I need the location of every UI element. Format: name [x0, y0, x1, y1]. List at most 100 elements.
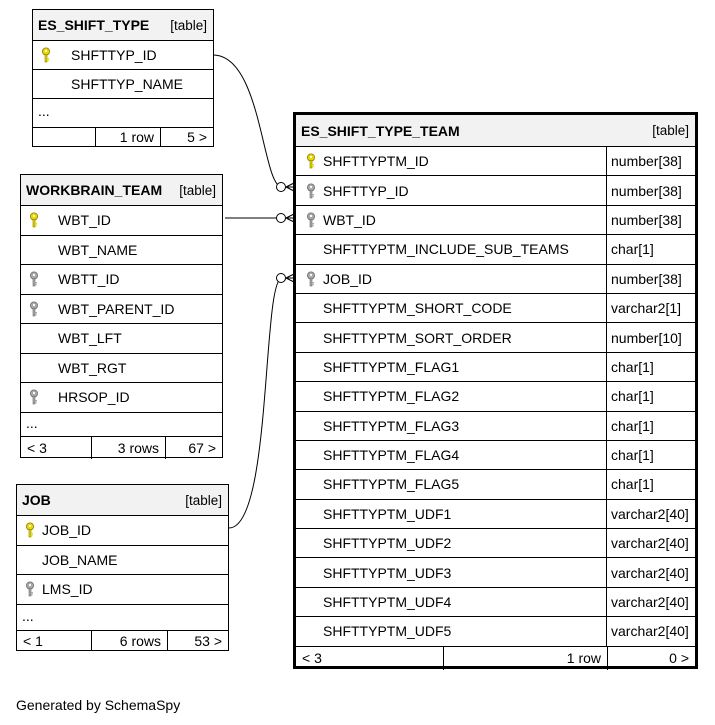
table-footer: < 3 1 row 0 >	[296, 646, 695, 670]
column-row[interactable]: SHFTTYPTM_ID number[38]	[296, 147, 695, 177]
column-name: SHFTTYPTM_UDF1	[323, 505, 452, 522]
footer-row-count: 1 row	[443, 646, 607, 670]
foreign-key-icon	[29, 295, 39, 324]
column-name: SHFTTYPTM_ID	[323, 153, 429, 170]
column-name: SHFTTYP_NAME	[71, 76, 184, 92]
more-columns-ellipsis: ...	[33, 99, 213, 128]
column-row[interactable]: SHFTTYPTM_FLAG2 char[1]	[296, 382, 695, 412]
column-type: char[1]	[606, 352, 695, 382]
footer-row-count: 1 row	[95, 128, 160, 146]
table-footer: < 3 3 rows 67 >	[21, 436, 222, 459]
column-type: number[38]	[606, 264, 695, 293]
table-kind: [table]	[652, 123, 689, 138]
table-kind: [table]	[179, 182, 216, 198]
column-type: char[1]	[606, 382, 695, 411]
foreign-key-icon	[25, 575, 35, 604]
column-name: JOB_NAME	[42, 551, 118, 568]
column-type: varchar2[40]	[606, 499, 695, 529]
footer-parents[interactable]	[33, 128, 95, 146]
column-row[interactable]: WBT_PARENT_ID	[21, 295, 222, 324]
column-row[interactable]: SHFTTYPTM_SHORT_CODE varchar2[1]	[296, 293, 695, 324]
table-footer: 1 row 5 >	[33, 128, 213, 146]
table-kind: [table]	[170, 17, 207, 33]
column-row[interactable]: SHFTTYP_ID	[33, 41, 213, 70]
footer-parents[interactable]: < 3	[27, 439, 47, 456]
column-row[interactable]: LMS_ID	[17, 575, 228, 605]
column-type: varchar2[40]	[606, 617, 695, 646]
column-name: WBT_RGT	[58, 359, 127, 376]
column-name: SHFTTYPTM_SHORT_CODE	[323, 300, 512, 317]
footer-parents[interactable]: < 3	[302, 650, 322, 667]
optional-marker-icon	[276, 273, 286, 283]
column-row[interactable]: WBT_ID	[21, 206, 222, 236]
column-name: JOB_ID	[42, 522, 92, 539]
column-row[interactable]: WBT_LFT	[21, 324, 222, 354]
footer-children[interactable]: 0 >	[607, 646, 695, 670]
column-row[interactable]: WBT_RGT	[21, 354, 222, 383]
column-name: SHFTTYPTM_UDF4	[323, 594, 452, 611]
primary-key-icon	[306, 147, 316, 175]
footer-children[interactable]: 67 >	[165, 436, 222, 459]
column-row[interactable]: SHFTTYPTM_UDF1 varchar2[40]	[296, 499, 695, 530]
column-name: SHFTTYPTM_FLAG5	[323, 476, 460, 493]
column-row[interactable]: SHFTTYPTM_INCLUDE_SUB_TEAMS char[1]	[296, 235, 695, 265]
footer-parents[interactable]: < 1	[23, 632, 43, 649]
link-job-to-team	[228, 277, 283, 529]
footer-children[interactable]: 5 >	[160, 128, 213, 146]
column-type: number[38]	[606, 176, 695, 205]
column-type: number[38]	[606, 205, 695, 235]
column-name: SHFTTYPTM_FLAG3	[323, 417, 460, 434]
foreign-key-icon	[29, 265, 39, 294]
foreign-key-icon	[29, 383, 39, 412]
column-name: SHFTTYP_ID	[71, 47, 157, 63]
column-name: JOB_ID	[323, 270, 373, 287]
column-row[interactable]: SHFTTYPTM_UDF5 varchar2[40]	[296, 617, 695, 647]
column-type: char[1]	[606, 440, 695, 470]
column-name: SHFTTYPTM_INCLUDE_SUB_TEAMS	[323, 241, 569, 258]
column-type: char[1]	[606, 411, 695, 440]
column-type: varchar2[40]	[606, 587, 695, 617]
primary-key-icon	[25, 516, 35, 545]
column-name: SHFTTYPTM_UDF5	[323, 623, 452, 640]
column-row[interactable]: JOB_NAME	[17, 546, 228, 575]
optional-marker-icon	[276, 182, 286, 192]
column-type: varchar2[40]	[606, 529, 695, 558]
link-shifttype-to-team	[212, 54, 283, 188]
column-row[interactable]: SHFTTYPTM_FLAG3 char[1]	[296, 411, 695, 441]
table-name: ES_SHIFT_TYPE	[38, 17, 150, 33]
column-name: SHFTTYPTM_FLAG4	[323, 447, 460, 464]
footer-children[interactable]: 53 >	[167, 630, 228, 651]
table-name: ES_SHIFT_TYPE_TEAM	[301, 122, 460, 139]
footer-row-count: 6 rows	[91, 630, 167, 651]
column-row[interactable]: SHFTTYPTM_FLAG4 char[1]	[296, 440, 695, 471]
column-row[interactable]: SHFTTYP_NAME	[33, 70, 213, 99]
column-row[interactable]: SHFTTYPTM_FLAG5 char[1]	[296, 470, 695, 500]
optional-marker-icon	[276, 213, 286, 223]
column-row[interactable]: JOB_ID number[38]	[296, 264, 695, 294]
column-row[interactable]: WBT_NAME	[21, 236, 222, 265]
column-type: varchar2[40]	[606, 558, 695, 587]
column-row[interactable]: SHFTTYPTM_UDF4 varchar2[40]	[296, 587, 695, 618]
column-row[interactable]: JOB_ID	[17, 516, 228, 546]
column-type: number[38]	[606, 147, 695, 176]
table-es-shift-type[interactable]: ES_SHIFT_TYPE [table] SHFTTYP_ID SHFTTYP_…	[32, 9, 214, 147]
column-name: SHFTTYPTM_FLAG2	[323, 388, 460, 405]
column-row[interactable]: WBTT_ID	[21, 265, 222, 295]
column-type: char[1]	[606, 470, 695, 499]
column-row[interactable]: HRSOP_ID	[21, 383, 222, 413]
more-columns-ellipsis: ...	[21, 413, 222, 437]
column-type: varchar2[1]	[606, 293, 695, 323]
table-name: JOB	[22, 492, 51, 508]
foreign-key-icon	[306, 176, 316, 204]
column-type: char[1]	[606, 235, 695, 264]
